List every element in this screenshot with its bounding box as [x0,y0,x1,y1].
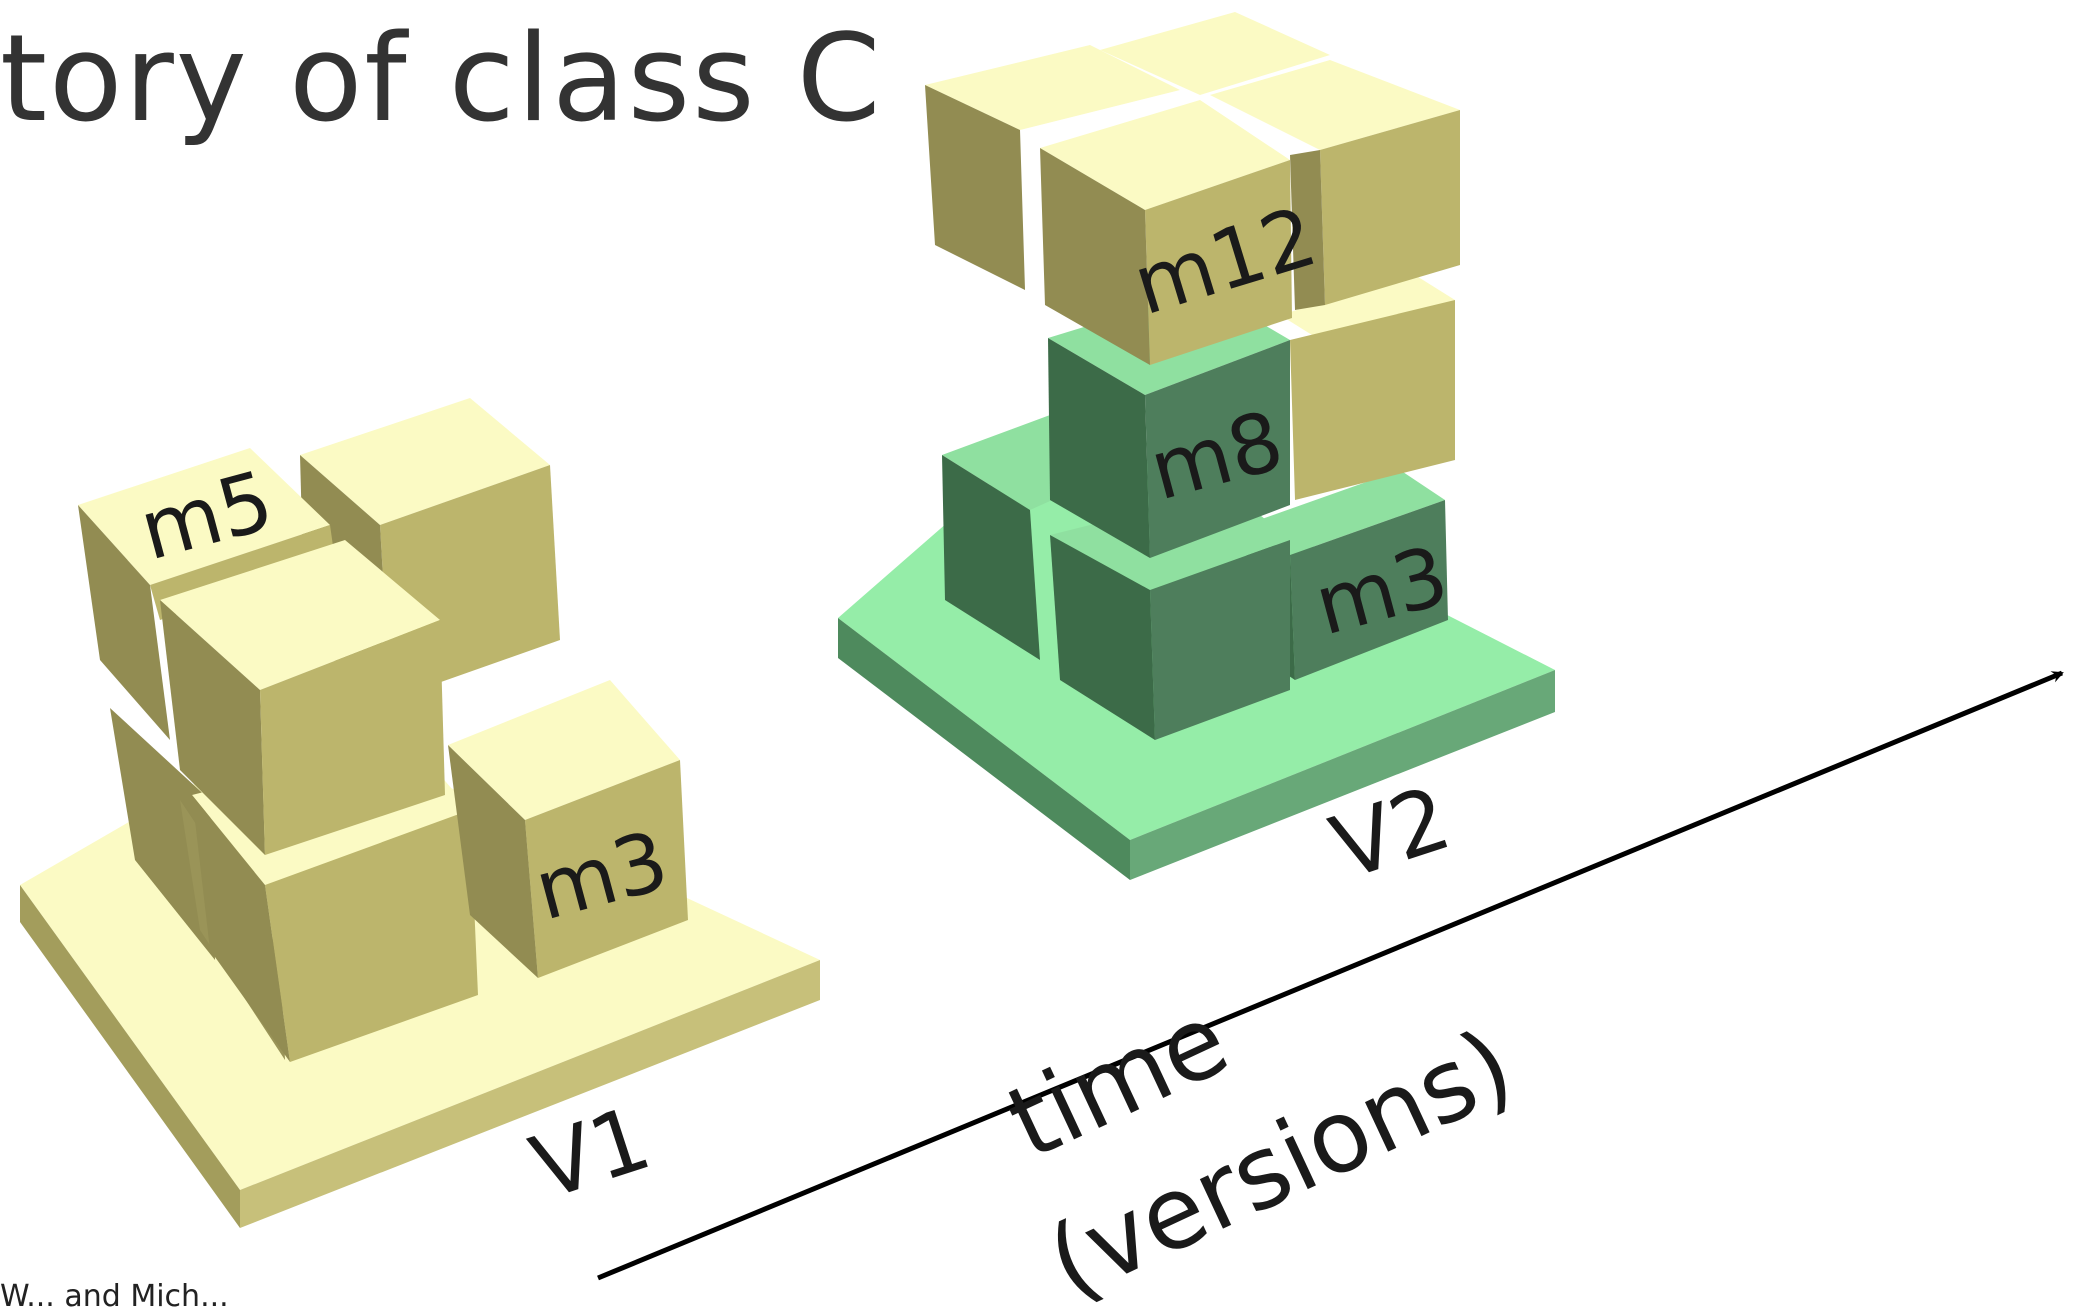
time-axis [597,670,2064,1281]
version-2-block-group [838,12,1555,880]
slide-footer-credit: W... and Mich... [0,1279,229,1314]
v2-cube-cluster-top [925,12,1460,365]
v1-cube-upper-middle [160,540,445,855]
v2-cube-yellow-right [1280,275,1455,500]
slide-title: tory of class C [0,10,883,149]
v2-cube-m8 [1048,290,1290,558]
v1-cube-m3 [448,680,688,978]
time-axis-arrow [597,670,2064,1281]
version-1-block-group [20,398,820,1228]
